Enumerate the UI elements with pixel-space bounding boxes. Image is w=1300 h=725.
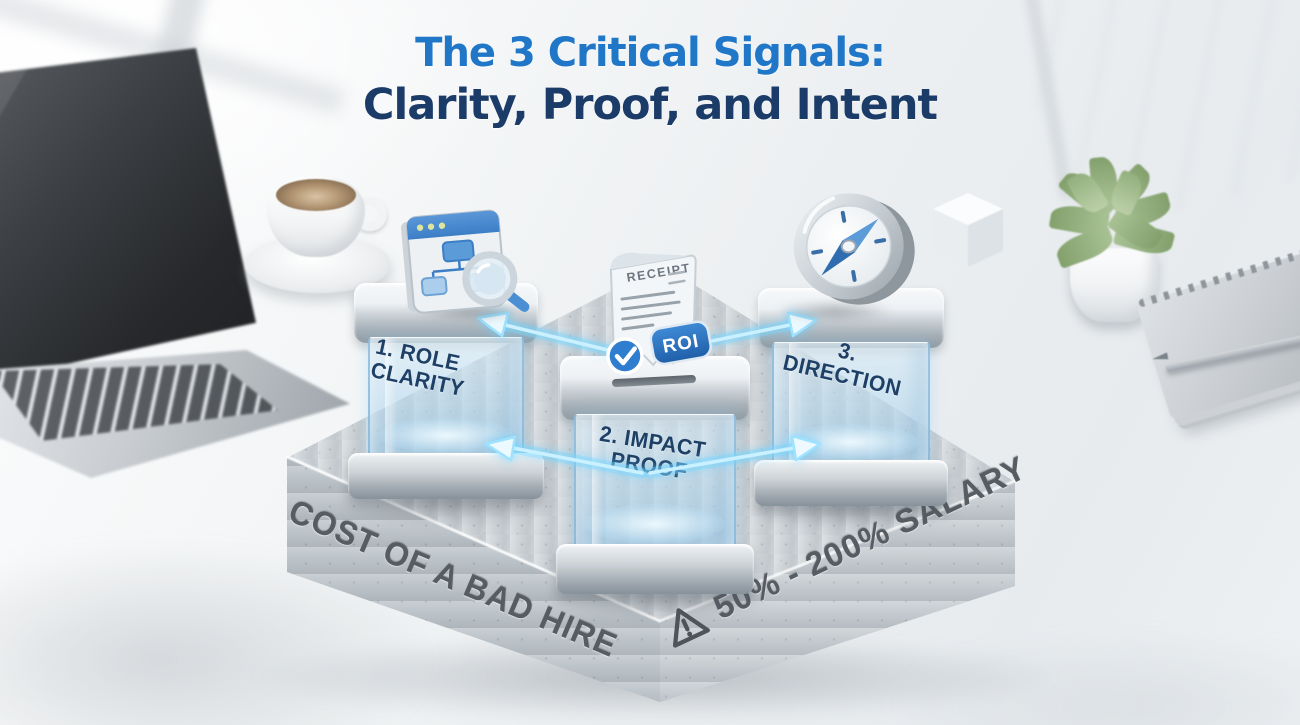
box-base <box>754 460 948 506</box>
laptop <box>0 48 350 478</box>
box-cap <box>560 356 750 420</box>
desk-shadow <box>880 630 1300 725</box>
icon-shadow <box>775 300 895 322</box>
page-title: The 3 Critical Signals: Clarity, Proof, … <box>0 30 1300 130</box>
title-line-1: The 3 Critical Signals: <box>415 30 886 76</box>
coffee-cup <box>243 163 398 303</box>
receipt-roi-icon: RECEIPT ROI <box>606 252 712 375</box>
box-base <box>348 453 544 499</box>
coffee-surface <box>276 179 356 211</box>
laptop-screen <box>0 48 256 383</box>
white-cube <box>933 193 1003 273</box>
box-base <box>556 544 754 594</box>
glass-box-impact-proof <box>556 356 754 602</box>
compass-icon <box>793 193 915 305</box>
glass-box-direction <box>754 288 948 516</box>
box-glass <box>368 337 524 459</box>
spiral-notebook <box>1128 247 1300 447</box>
pedestal-right-engraving: 50% - 200% SALARY <box>657 447 1033 652</box>
warning-triangle-icon <box>672 608 710 648</box>
title-line-2: Clarity, Proof, and Intent <box>362 80 938 130</box>
browser-search-icon <box>401 209 530 314</box>
